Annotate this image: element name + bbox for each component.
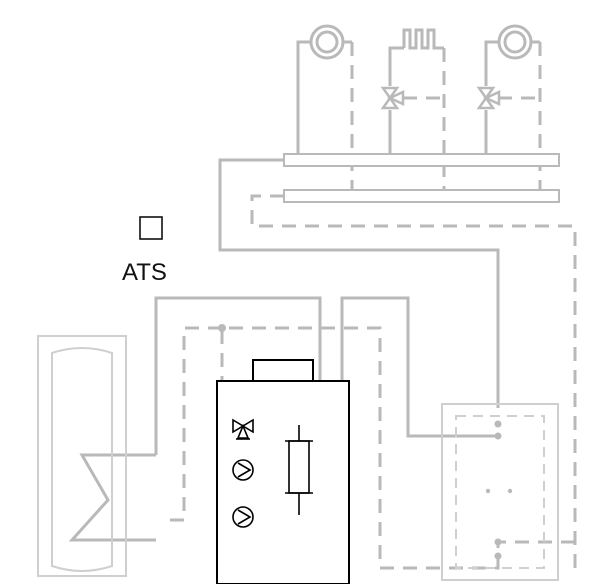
- circuit-2-radiator-feed: [388, 46, 404, 86]
- tank-return-line: [170, 326, 222, 522]
- buffer-tank: [441, 403, 559, 581]
- supply-manifold-bar: [283, 153, 560, 167]
- three-way-valve-icon: [380, 86, 405, 110]
- sensor-dot: [485, 488, 491, 494]
- supply-lines: [68, 40, 500, 542]
- junction-dot: [494, 552, 502, 560]
- hot-water-storage-tank: [37, 335, 127, 577]
- boiler-flow-to-buffer: [340, 296, 498, 438]
- mixing-valves: [380, 86, 501, 110]
- storage-tank-outer: [37, 335, 127, 577]
- pipe-junctions: [218, 324, 502, 560]
- manifold-supply-feed: [218, 158, 500, 408]
- radiator-icon: [402, 28, 444, 50]
- circuit-pump-icon: [497, 24, 540, 60]
- buffer-tank-outer: [441, 403, 559, 581]
- circuit-pump-icon: [309, 24, 352, 60]
- boiler-flue: [252, 359, 314, 383]
- square-sensor-icon: [139, 216, 163, 240]
- heating-circuits: [309, 24, 540, 60]
- tank-heating-coil: [68, 453, 156, 542]
- boiler-flow-to-tank: [154, 296, 322, 455]
- ats-label: ATS: [122, 259, 167, 286]
- circuit-3-pump-feed: [484, 40, 500, 86]
- three-way-valve-icon: [232, 418, 254, 440]
- buffer-tank-inner: [455, 415, 545, 569]
- boiler-unit: [216, 359, 350, 584]
- pump-icon: [232, 459, 254, 481]
- sensor-dot: [507, 488, 513, 494]
- junction-dot: [494, 538, 502, 546]
- circuit-1-supply-line: [296, 40, 312, 159]
- storage-tank-inner: [51, 347, 113, 572]
- junction-dot: [494, 432, 502, 440]
- return-manifold-bar: [283, 189, 560, 203]
- junction-dot: [494, 420, 502, 428]
- hydraulic-separator-icon: [285, 425, 313, 515]
- boiler-body: [216, 380, 350, 584]
- three-way-valve-icon: [476, 86, 501, 110]
- pump-icon: [232, 506, 254, 528]
- outdoor-temperature-sensor: ATS: [122, 216, 167, 286]
- junction-dot: [218, 324, 226, 332]
- distribution-manifold: [283, 153, 560, 203]
